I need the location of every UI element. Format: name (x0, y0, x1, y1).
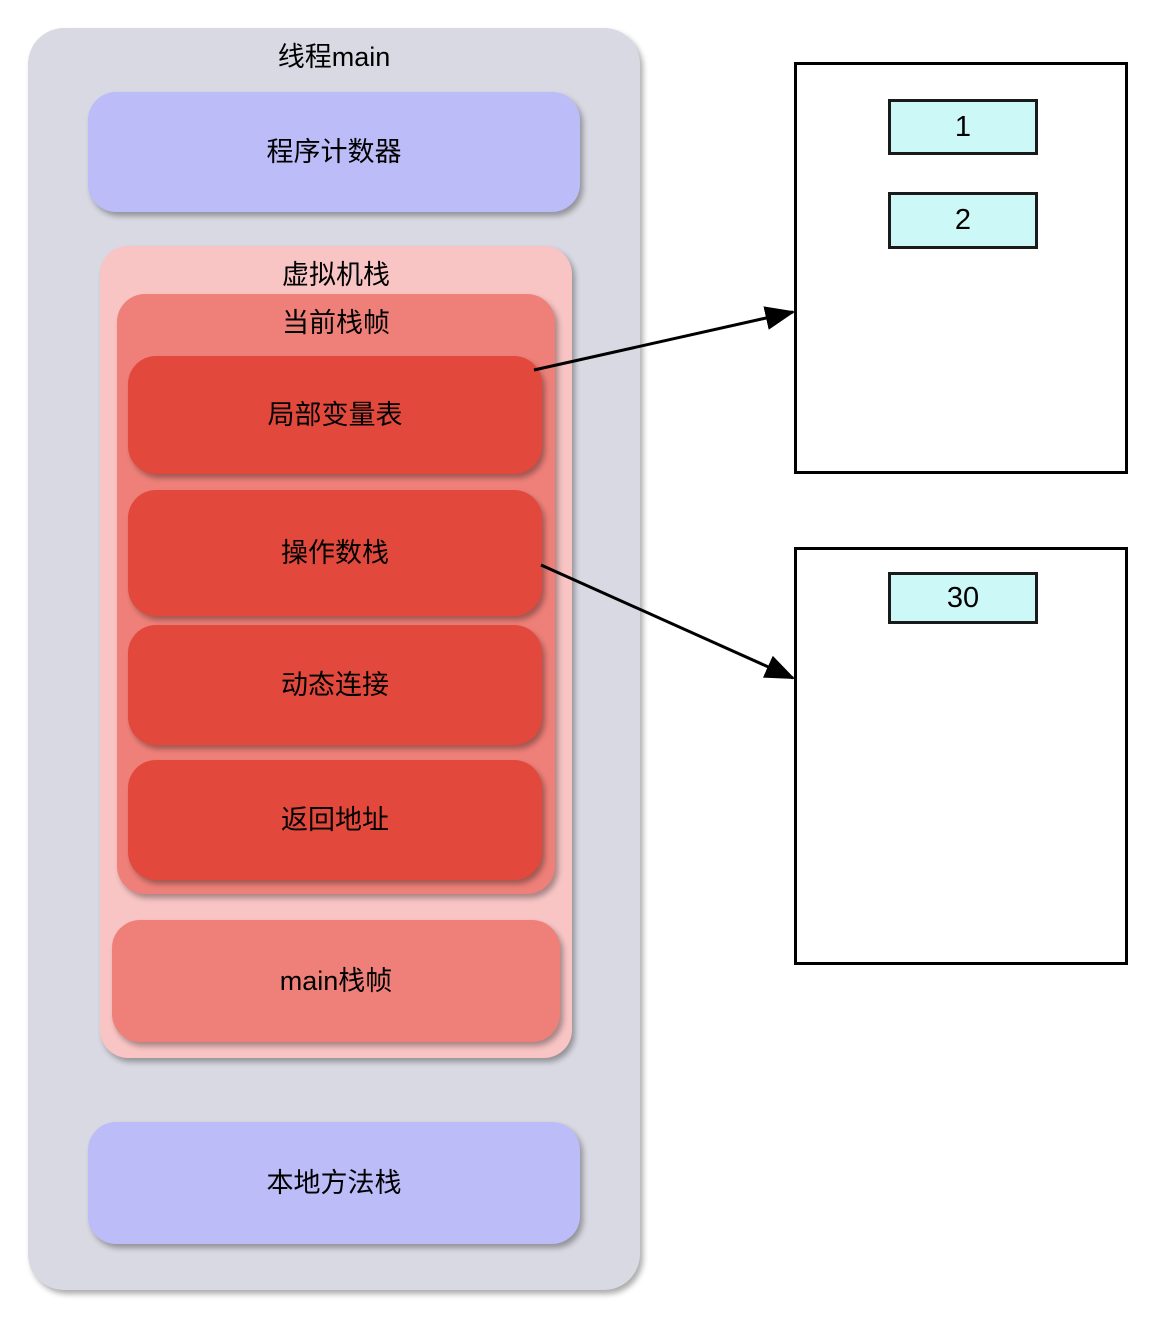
operand-stack-box: 操作数栈 (128, 490, 542, 616)
native-method-stack-label: 本地方法栈 (266, 1167, 402, 1198)
operand-stack-label: 操作数栈 (281, 537, 389, 568)
local-variable-table-panel (794, 62, 1128, 474)
slot-cell: 30 (888, 572, 1038, 624)
dynamic-link-label: 动态连接 (281, 669, 389, 700)
local-variable-table-label: 局部变量表 (267, 399, 403, 430)
vm-stack-label: 虚拟机栈 (282, 260, 390, 290)
program-counter-label: 程序计数器 (266, 136, 402, 167)
slot-cell: 1 (888, 99, 1038, 155)
program-counter-box: 程序计数器 (88, 92, 580, 212)
thread-main-label: 线程main (277, 42, 391, 72)
main-stack-frame-label: main栈帧 (279, 965, 393, 996)
return-address-box: 返回地址 (128, 760, 542, 880)
native-method-stack-box: 本地方法栈 (88, 1122, 580, 1244)
dynamic-link-box: 动态连接 (128, 625, 542, 745)
slot-cell: 2 (888, 192, 1038, 249)
main-stack-frame-box: main栈帧 (112, 920, 560, 1042)
current-stack-frame-label: 当前栈帧 (282, 308, 390, 338)
return-address-label: 返回地址 (281, 804, 389, 835)
local-variable-table-box: 局部变量表 (128, 356, 542, 474)
